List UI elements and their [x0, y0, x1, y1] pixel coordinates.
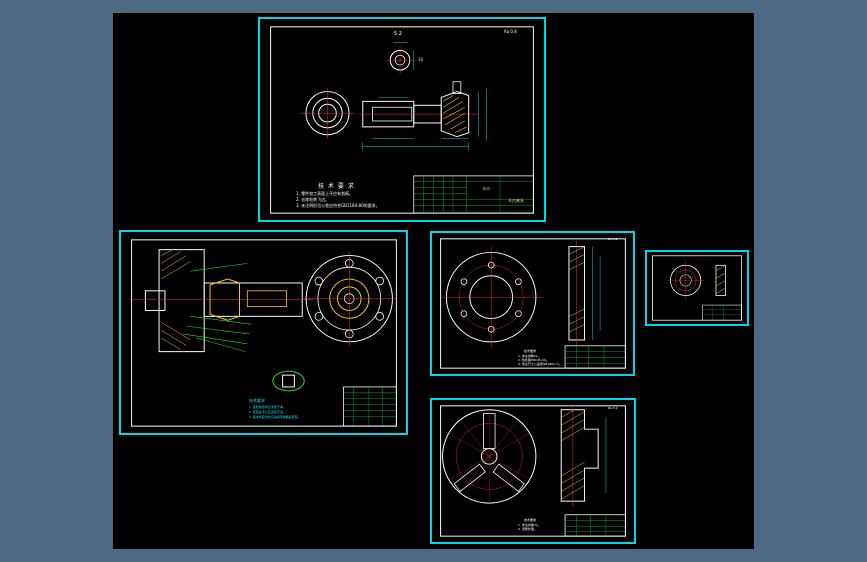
sheet-chuck-body[interactable]: Ra 3.2 技术要求 1. 未注倒角C1。 2. 调质处理。	[430, 398, 636, 544]
tech-note-2: 2. 去除毛刺飞边。	[296, 197, 330, 202]
tech-note-3: 3. 未注明形位公差应符合GB1184-80的要求。	[296, 203, 380, 208]
chuck-roughness: Ra 3.2	[608, 406, 618, 410]
disc-roughness: Ra 3.2	[608, 237, 618, 241]
dimension-label-top: 5.2	[394, 31, 402, 37]
sheet-assembly[interactable]: 技术要求 1. 装配前零件应清洗干净。 2. 装配后卡爪应运动灵活。 3. 各零…	[119, 230, 408, 435]
disc-note-3: 3. 未注尺寸公差按GB1804-m。	[518, 362, 562, 366]
small-part-drawing	[652, 255, 742, 321]
sheet-jaw-part[interactable]: Ra 0.8 5.2 10 技 术 要 求 1. 零件加工表面上不应有划痕。 2…	[258, 17, 546, 222]
cad-model-space[interactable]: Ra 0.8 5.2 10 技 术 要 求 1. 零件加工表面上不应有划痕。 2…	[113, 13, 754, 549]
disc-note-2: 2. 热处理HRC45-50。	[518, 358, 549, 362]
sheet-small-part[interactable]	[645, 250, 749, 326]
chuck-notes-title: 技术要求	[524, 518, 537, 522]
assembly-note-1: 1. 装配前零件应清洗干净。	[249, 405, 286, 409]
title-block-part: 卡爪夹头	[508, 198, 524, 203]
assembly-note-2: 2. 装配后卡爪应运动灵活。	[249, 410, 286, 414]
assembly-notes-title: 技术要求	[249, 398, 265, 403]
chuck-note-1: 1. 未注倒角C1。	[518, 523, 541, 527]
assembly-note-3: 3. 各零件配合处应涂润滑油脂后装配。	[249, 415, 301, 419]
tech-note-1: 1. 零件加工表面上不应有划痕。	[296, 191, 354, 196]
dimension-label-side: 10	[418, 57, 424, 62]
disc-drawing	[440, 238, 626, 369]
sheet-disc[interactable]: Ra 3.2 技术要求 1. 未注倒角C1。 2. 热处理HRC45-50。 3…	[430, 231, 635, 376]
disc-notes-title: 技术要求	[524, 349, 537, 353]
assembly-drawing	[129, 239, 397, 427]
jaw-part-drawing	[270, 26, 534, 214]
tech-notes-title: 技 术 要 求	[318, 183, 355, 190]
chuck-body-drawing	[440, 403, 626, 537]
roughness-label: Ra 0.8	[504, 29, 517, 34]
chuck-note-2: 2. 调质处理。	[518, 527, 537, 531]
disc-note-1: 1. 未注倒角C1。	[518, 354, 541, 358]
title-block-name: 卡爪	[482, 186, 490, 191]
